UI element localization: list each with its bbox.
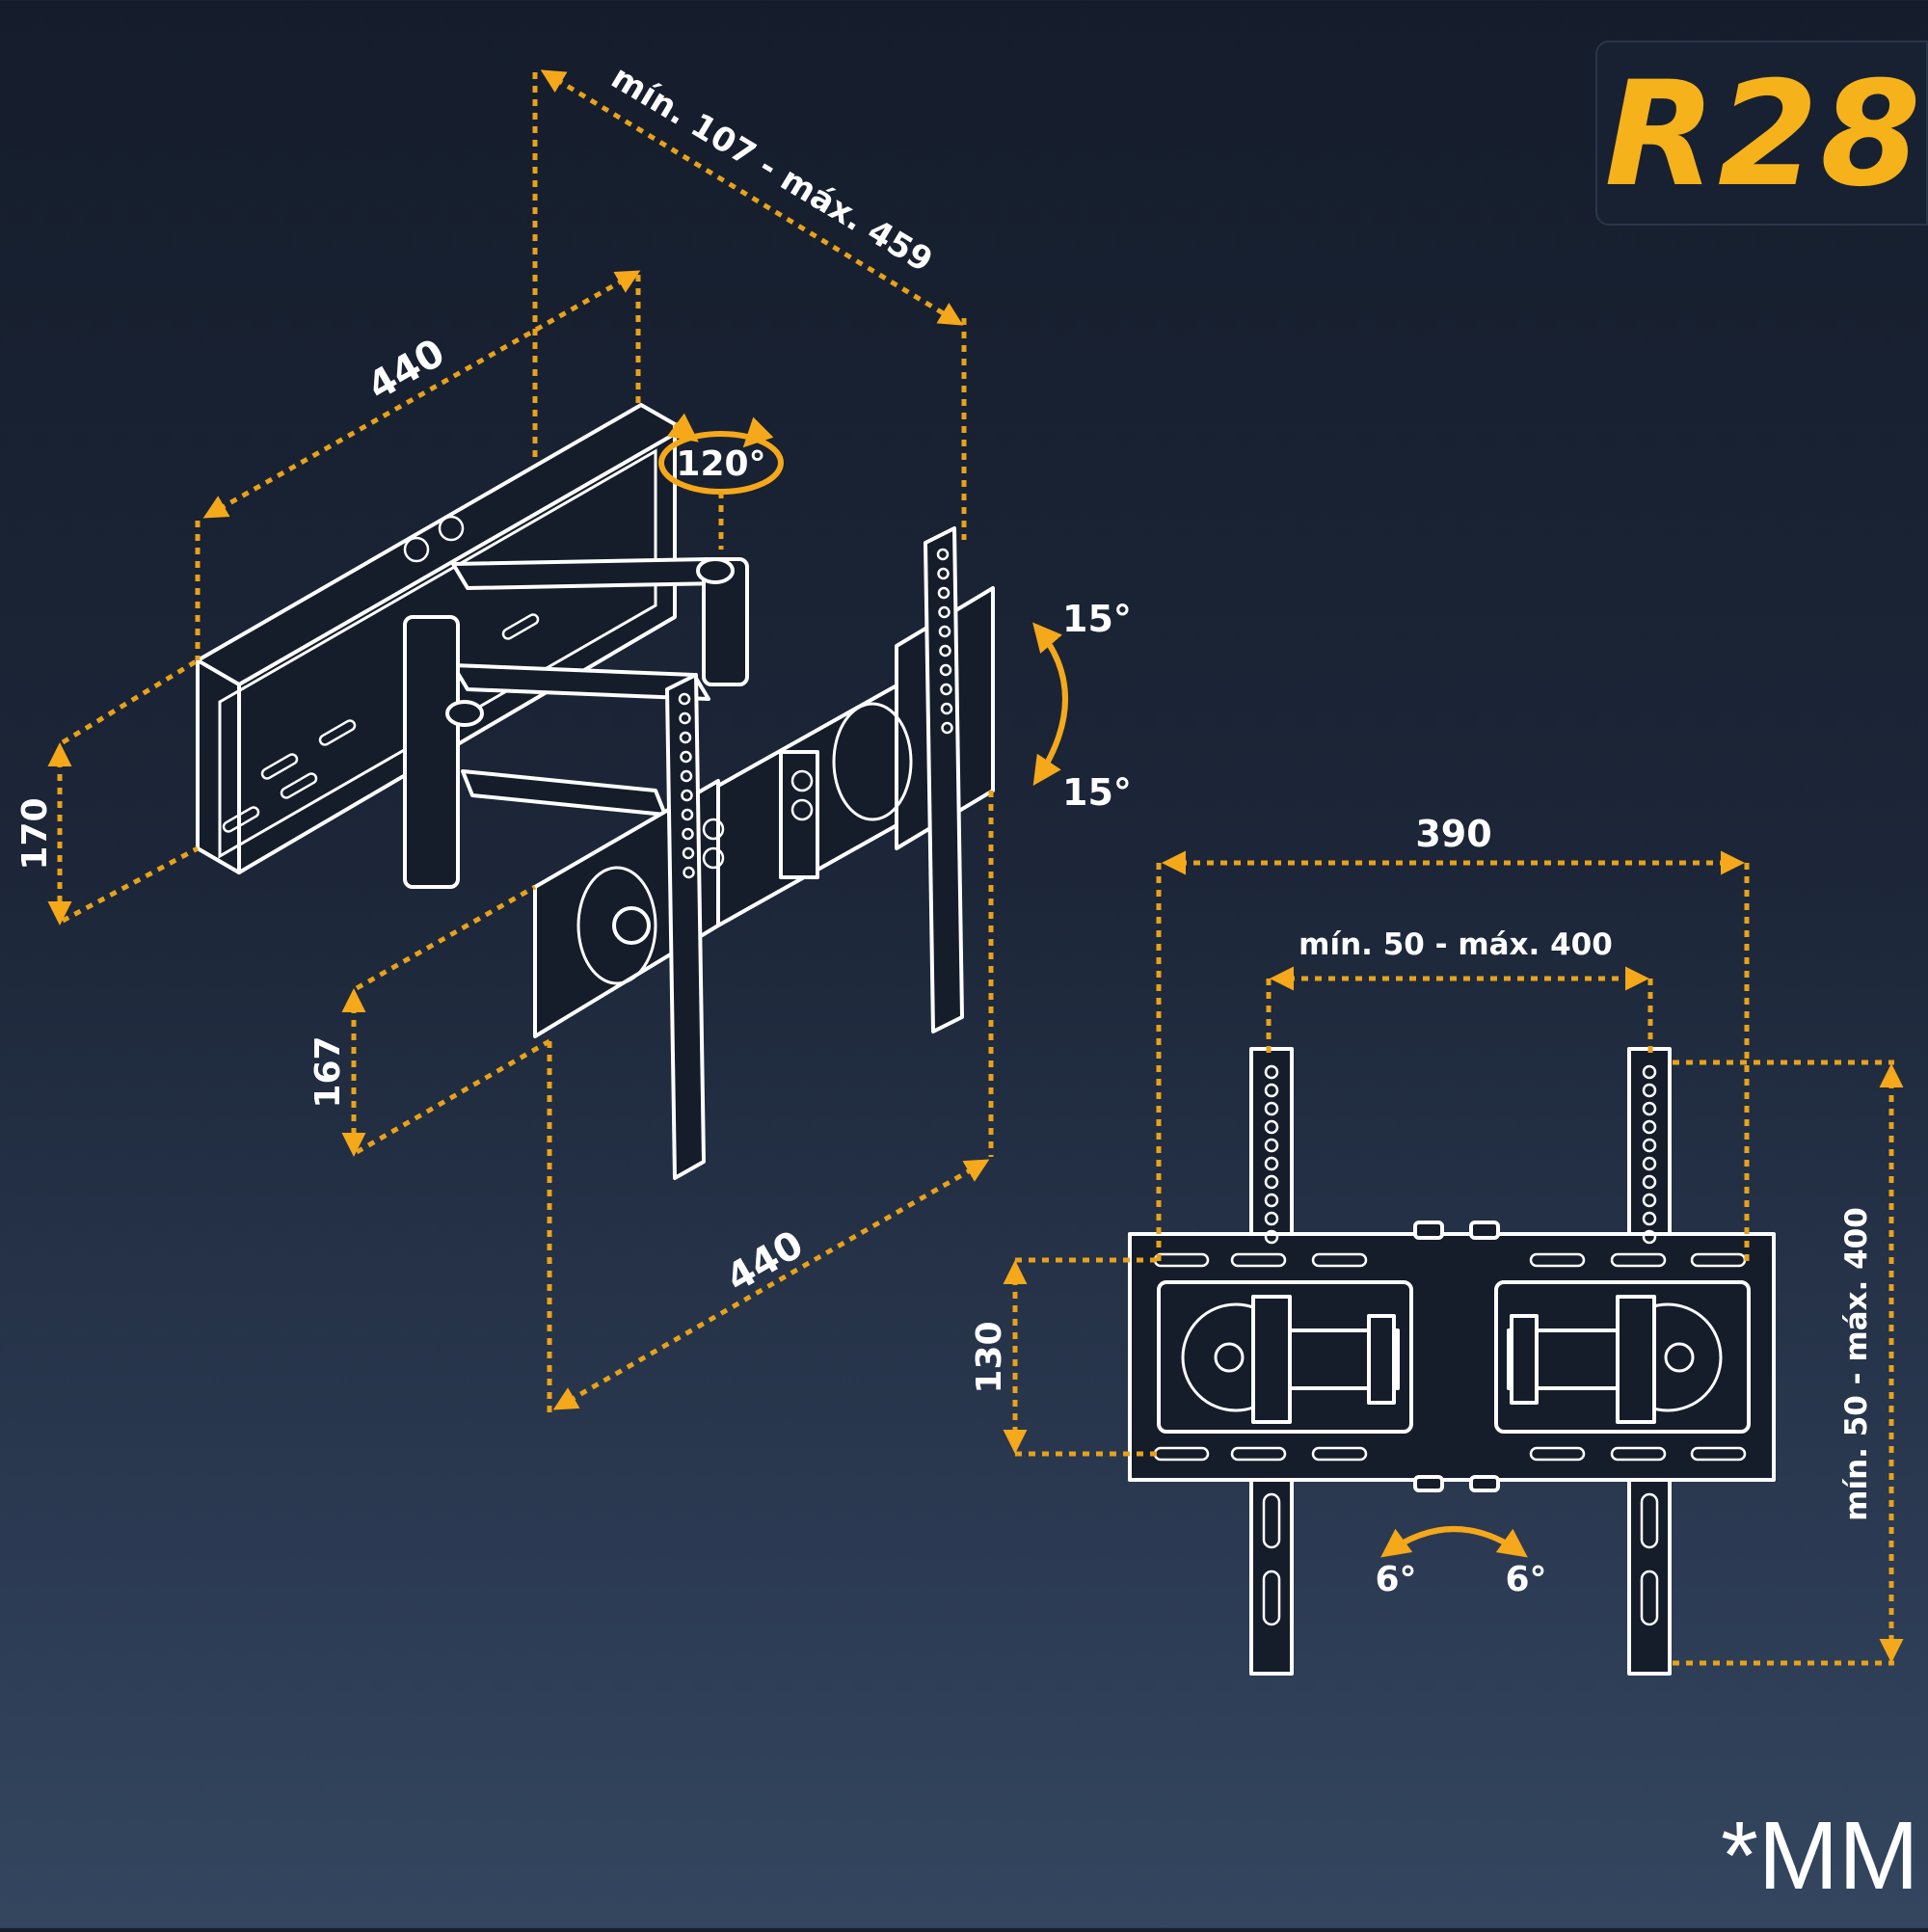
front-height-label: 130 [970,1321,1009,1393]
iso-rail-hole [937,586,951,600]
iso-tv-height-extension-top [355,884,537,991]
front-rail-hole [1642,1138,1657,1153]
front-rail-hole [1642,1156,1657,1171]
front-rail-holes [1264,1064,1657,1245]
iso-rail-hole [681,789,693,802]
iso-tv-height-extension-bottom [355,1038,551,1155]
front-rail-hole [1642,1119,1657,1135]
front-rotate-left-label: 6° [1375,1560,1416,1599]
iso-swivel-label: 120° [676,444,765,484]
iso-rail-hole [682,827,694,841]
iso-tilt-down-label: 15° [1062,771,1132,814]
iso-rail-hole [678,692,691,706]
front-rail-hole [1264,1138,1279,1153]
front-rail-hole [1642,1174,1657,1190]
iso-swivel-arrow-left [666,413,699,443]
front-plate-slot [1311,1252,1368,1268]
iso-swivel-arrow-right [742,416,774,448]
units-note: *MM [1721,1802,1919,1910]
iso-rail-hole [683,866,695,879]
front-rail-hole [1642,1211,1657,1226]
front-plate-slot [1529,1252,1586,1268]
front-rail-hole [1264,1083,1279,1098]
front-rail-hole [1642,1101,1657,1116]
front-rail-hole [1264,1101,1279,1116]
front-dimensions: 390 mín. 50 - máx. 400 130 mín. 50 - máx… [970,813,1904,1666]
iso-rail-hole [940,683,952,696]
iso-rail-hole [939,663,952,677]
front-plate-slot [1610,1252,1667,1268]
front-width-label: 390 [1415,813,1491,855]
front-vesa-v-label: mín. 50 - máx. 400 [1839,1207,1874,1521]
iso-swing-arms [403,557,749,889]
front-mount-drawing [1128,1047,1776,1676]
front-plate-slot [1610,1446,1667,1462]
front-rail-hole [1264,1064,1279,1080]
iso-tv-bracket [533,526,995,1180]
front-vesa-h-label: mín. 50 - máx. 400 [1299,927,1613,962]
iso-tilt-arc [1032,622,1068,786]
iso-tv-height-label: 167 [308,1035,348,1108]
iso-plate-height-label: 170 [15,797,55,870]
front-rail-hole [1642,1083,1657,1098]
front-plate-slot [1690,1446,1747,1462]
iso-depth-dimension-line [540,69,964,326]
front-rail-hole [1642,1229,1657,1245]
iso-plate-height-extension-bottom [61,845,200,924]
front-rail-hole [1642,1193,1657,1208]
iso-rail-hole [682,846,695,860]
front-plate-slot [1311,1446,1368,1462]
iso-width-bottom-label: 440 [719,1222,811,1301]
iso-rail-hole [940,702,953,715]
front-rail-hole [1264,1119,1279,1135]
front-rail-hole [1264,1174,1279,1190]
iso-tilt-up-label: 15° [1062,598,1132,640]
iso-rail-hole [680,769,693,783]
front-plate-slot [1230,1446,1287,1462]
iso-width-top-dimension-line [202,270,641,519]
iso-plate-height-extension-top [61,657,200,745]
iso-rail-hole [680,750,692,764]
model-badge: R28 [1595,40,1928,226]
front-rail-hole [1642,1064,1657,1080]
iso-depth-label: mín. 107 - máx. 459 [604,58,939,280]
front-plate-slot [1529,1446,1586,1462]
iso-rail-hole [941,721,953,735]
model-number: R28 [1604,51,1923,219]
front-rail-hole [1264,1193,1279,1208]
front-rail-hole [1264,1156,1279,1171]
iso-rail-holes [678,548,953,879]
iso-rail-hole [939,644,951,657]
iso-rail-hole [679,731,692,744]
iso-rail-hole [938,625,951,638]
iso-rail-hole [937,567,950,580]
front-rail-hole [1264,1229,1279,1245]
iso-rail-hole [936,548,950,561]
iso-rail-hole [681,808,694,821]
iso-rail-hole [679,711,691,725]
front-rotation-arc [1380,1526,1528,1558]
front-plate-slot [1230,1252,1287,1268]
front-rail-hole [1264,1211,1279,1226]
front-rotate-right-label: 6° [1505,1560,1546,1599]
iso-width-bottom-dimension-line [552,1159,990,1410]
iso-width-top-label: 440 [361,331,452,410]
iso-rail-hole [938,605,951,619]
